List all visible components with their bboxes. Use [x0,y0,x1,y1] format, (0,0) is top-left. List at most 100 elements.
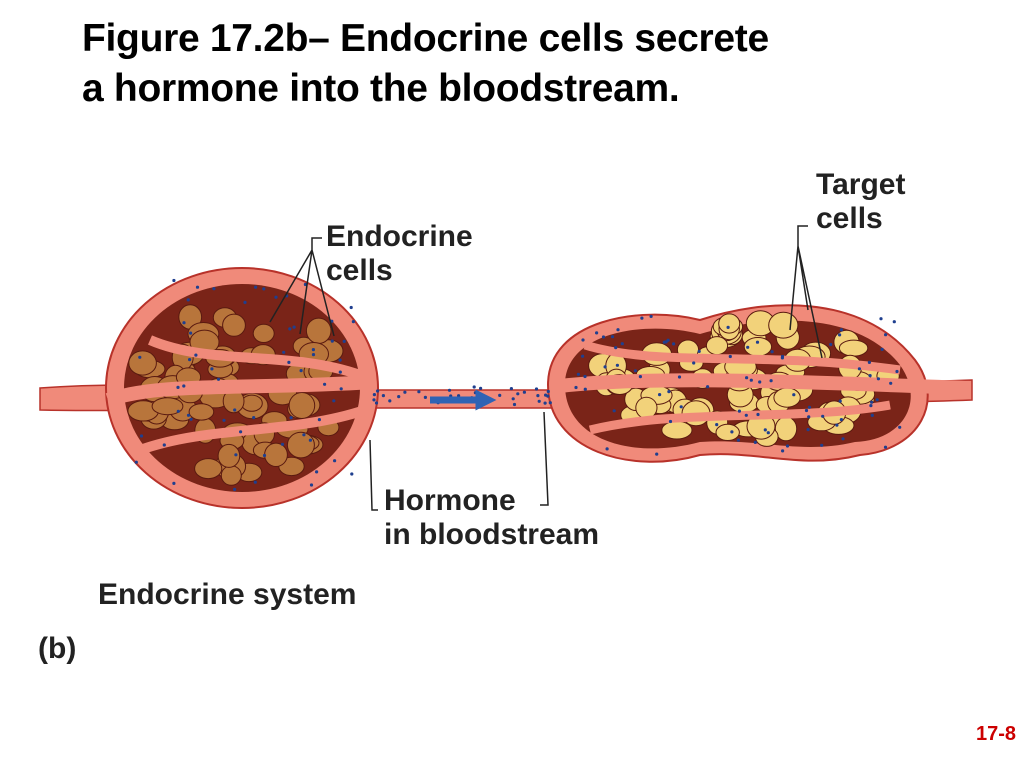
hormone-dot [315,470,319,474]
hormone-dot [243,300,247,304]
hormone-dot [262,453,267,458]
hormone-dot [605,447,609,451]
hormone-dot [233,487,237,491]
hormone-dot [756,412,760,417]
hormone-dot [857,367,862,371]
hormone-dot [746,345,750,349]
hormone-dot [311,353,316,357]
hormone-dot [868,374,872,378]
hormone-dot [616,328,620,332]
hormone-dot [134,460,138,464]
hormone-dot [583,387,587,391]
hormone-dot [372,393,376,397]
hormone-dot [423,395,427,399]
hormone-dot [473,391,477,395]
hormone-dot [780,356,785,360]
endocrine-cell [188,403,215,421]
hormone-dot [472,385,476,389]
hormone-dot [706,385,710,389]
hormone-dot [544,393,548,397]
endocrine-cell [128,350,157,376]
hormone-dot [875,398,879,402]
hormone-dot [667,390,671,394]
hormone-dot [222,418,226,422]
hormone-dot [210,367,214,371]
hormone-dot [749,378,753,382]
hormone-dot [339,387,343,391]
hormone-dot [867,360,872,364]
endocrine-cell [220,465,242,486]
hormone-dot [838,399,842,403]
hormone-dot [581,354,585,358]
hormone-dot [548,401,552,405]
hormone-dot [479,386,483,390]
hormone-dot [638,375,643,379]
hormone-dot [397,395,401,399]
hormone-dot [601,335,606,339]
hormone-dot [869,404,873,408]
hormone-dot [195,285,200,289]
target-cell [635,396,658,419]
endocrine-cell [305,317,332,345]
hormone-dot [839,328,844,332]
hormone-dot [730,430,734,434]
hormone-dot [403,390,407,394]
endocrine-cell [222,313,246,337]
hormone-dot [349,305,353,310]
hormone-dot [332,399,336,403]
hormone-dot [658,393,662,397]
hormone-dot [323,382,327,386]
hormone-dot [581,338,585,342]
hormone-dot [883,445,888,449]
hormone-dot [895,369,899,374]
target-cell [715,423,740,441]
slide-title: Figure 17.2b– Endocrine cells secrete a … [82,14,982,114]
hormone-dot [333,459,337,463]
hormone-dot [662,340,666,344]
hormone-dot [308,438,312,442]
hormone-dot [807,415,811,419]
hormone-dot [892,320,896,324]
hormone-dot [234,453,238,457]
target-tissue [546,304,971,463]
hormone-dot [715,423,719,427]
hormone-dot [728,354,732,359]
hormone-dot [755,340,760,344]
title-line-1: Figure 17.2b– Endocrine cells secrete [82,17,769,60]
endocrine-diagram [39,225,973,511]
hormone-dot [835,423,839,427]
hormone-dot [498,393,502,397]
hormone-dot [292,325,296,329]
hormone-dot [162,443,166,447]
hormone-dot [583,374,587,379]
hormone-dot [512,402,517,407]
hormone-dot [640,316,644,320]
hormone-dot [176,385,180,389]
hormone-dot [806,428,810,432]
hormone-dot [172,278,176,283]
hormone-dot [620,342,624,346]
hormone-dot [186,413,191,417]
hormone-dot [807,405,812,409]
hormone-dot [274,295,278,299]
endocrine-cells-label: Endocrine cells [326,220,473,287]
hormone-dot [138,355,142,359]
hormone-dot [829,342,833,347]
hormone-dot [239,430,243,434]
target-cell-cluster [588,310,900,447]
hormone-dot [781,449,785,453]
hormone-dot [655,452,659,456]
hormone-dot [457,394,461,398]
hormone-dot [338,370,342,374]
hormone-dot [668,419,673,424]
hormone-dot [766,431,770,435]
hormone-dot [282,350,286,354]
hormone-dot [372,398,376,402]
hormone-dot [677,375,682,379]
hormone-dot [820,443,824,447]
hormone-dot [376,389,380,393]
hormone-dot [879,317,883,321]
hormone-dot [176,409,180,413]
endocrine-cell [240,394,263,412]
hormone-dot [289,416,293,420]
